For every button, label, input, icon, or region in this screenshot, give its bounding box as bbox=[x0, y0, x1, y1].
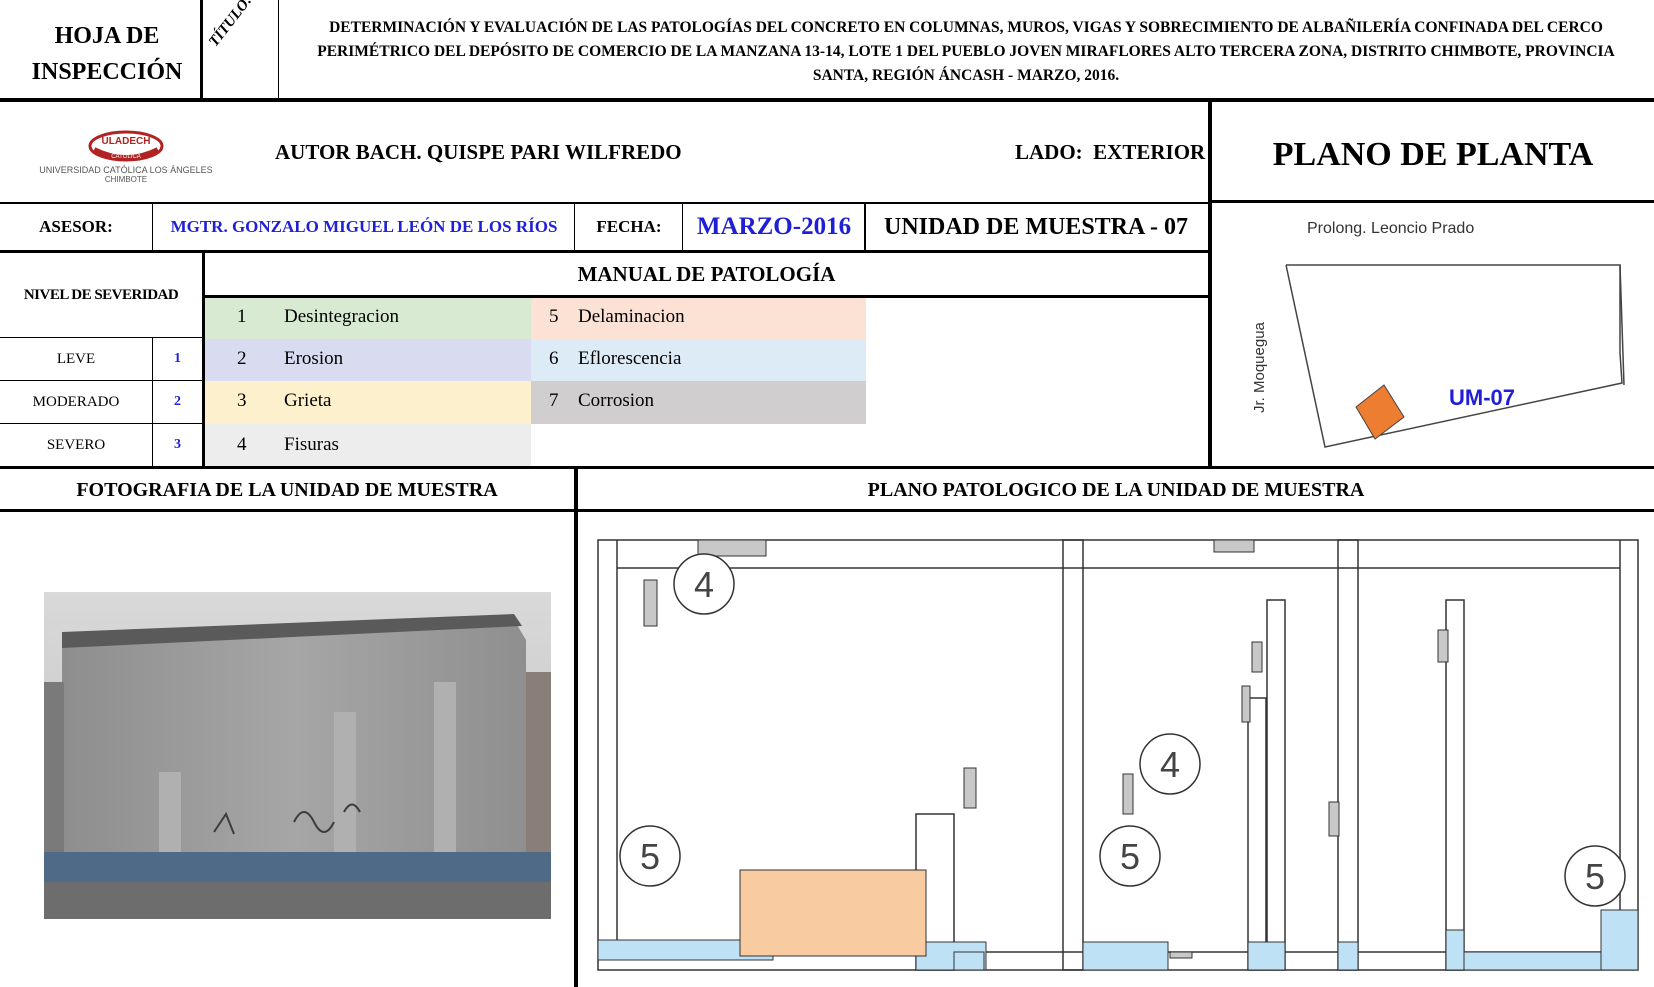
severity-severo-label: SEVERO bbox=[46, 436, 106, 453]
svg-text:5: 5 bbox=[640, 836, 660, 877]
side-label: LADO: EXTERIOR bbox=[1015, 140, 1206, 164]
svg-text:UM-07: UM-07 bbox=[1449, 385, 1515, 410]
date-label: FECHA: bbox=[596, 217, 662, 236]
svg-text:Jr. Moquegua: Jr. Moquegua bbox=[1251, 321, 1268, 413]
titulo-label: TÍTULO: bbox=[206, 0, 256, 50]
pathology-section-title: PLANO PATOLOGICO DE LA UNIDAD DE MUESTRA bbox=[867, 478, 1365, 501]
advisor-label: ASESOR: bbox=[39, 217, 113, 236]
svg-text:4: 4 bbox=[694, 564, 714, 605]
manual-title: MANUAL DE PATOLOGÍA bbox=[577, 261, 836, 286]
sample-unit: UNIDAD DE MUESTRA - 07 bbox=[883, 213, 1189, 240]
sheet-title: HOJA DE INSPECCIÓN bbox=[31, 23, 183, 85]
manual-item-fisuras: 4 Fisuras bbox=[205, 424, 531, 467]
severity-moderado-label: MODERADO bbox=[32, 393, 120, 410]
severity-moderado-value: 2 bbox=[174, 394, 181, 409]
university-logo: ULADECH CATÓLICA UNIVERSIDAD CATÓLICA LO… bbox=[14, 128, 244, 186]
date-value: MARZO-2016 bbox=[696, 213, 852, 240]
severity-leve-label: LEVE bbox=[56, 350, 96, 367]
svg-text:Prolong. Leoncio Prado: Prolong. Leoncio Prado bbox=[1307, 220, 1474, 237]
severity-severo-value: 3 bbox=[174, 437, 181, 452]
svg-text:4: 4 bbox=[1160, 744, 1180, 785]
svg-text:ULADECH: ULADECH bbox=[102, 136, 151, 147]
manual-item-grieta: 3 Grieta bbox=[205, 381, 531, 424]
manual-item-corrosion: 7 Corrosion bbox=[531, 381, 866, 424]
svg-text:CATÓLICA: CATÓLICA bbox=[111, 153, 141, 160]
manual-item-desintegracion: 1 Desintegracion bbox=[205, 298, 531, 339]
svg-text:5: 5 bbox=[1585, 856, 1605, 897]
pathology-plan-drawing: 4 4 5 5 5 bbox=[578, 512, 1654, 987]
sample-unit-photo bbox=[44, 592, 551, 919]
plan-title: PLANO DE PLANTA bbox=[1272, 136, 1594, 173]
svg-text:CHIMBOTE: CHIMBOTE bbox=[105, 175, 147, 184]
svg-text:UNIVERSIDAD CATÓLICA LOS ÁNGEL: UNIVERSIDAD CATÓLICA LOS ÁNGELES bbox=[39, 165, 212, 175]
svg-text:5: 5 bbox=[1120, 836, 1140, 877]
advisor-name: MGTR. GONZALO MIGUEL LEÓN DE LOS RÍOS bbox=[170, 217, 558, 236]
author: AUTOR BACH. QUISPE PARI WILFREDO bbox=[275, 140, 682, 164]
manual-item-delaminacion: 5 Delaminacion bbox=[531, 298, 866, 339]
site-plan: Prolong. Leoncio Prado Jr. Moquegua UM-0… bbox=[1212, 203, 1654, 467]
manual-item-eflorescencia: 6 Eflorescencia bbox=[531, 339, 866, 381]
severity-title: NIVEL DE SEVERIDAD bbox=[23, 286, 179, 303]
photo-section-title: FOTOGRAFIA DE LA UNIDAD DE MUESTRA bbox=[76, 478, 498, 501]
document-title: DETERMINACIÓN Y EVALUACIÓN DE LAS PATOLO… bbox=[317, 19, 1615, 84]
severity-leve-value: 1 bbox=[174, 351, 181, 366]
manual-item-erosion: 2 Erosion bbox=[205, 339, 531, 381]
